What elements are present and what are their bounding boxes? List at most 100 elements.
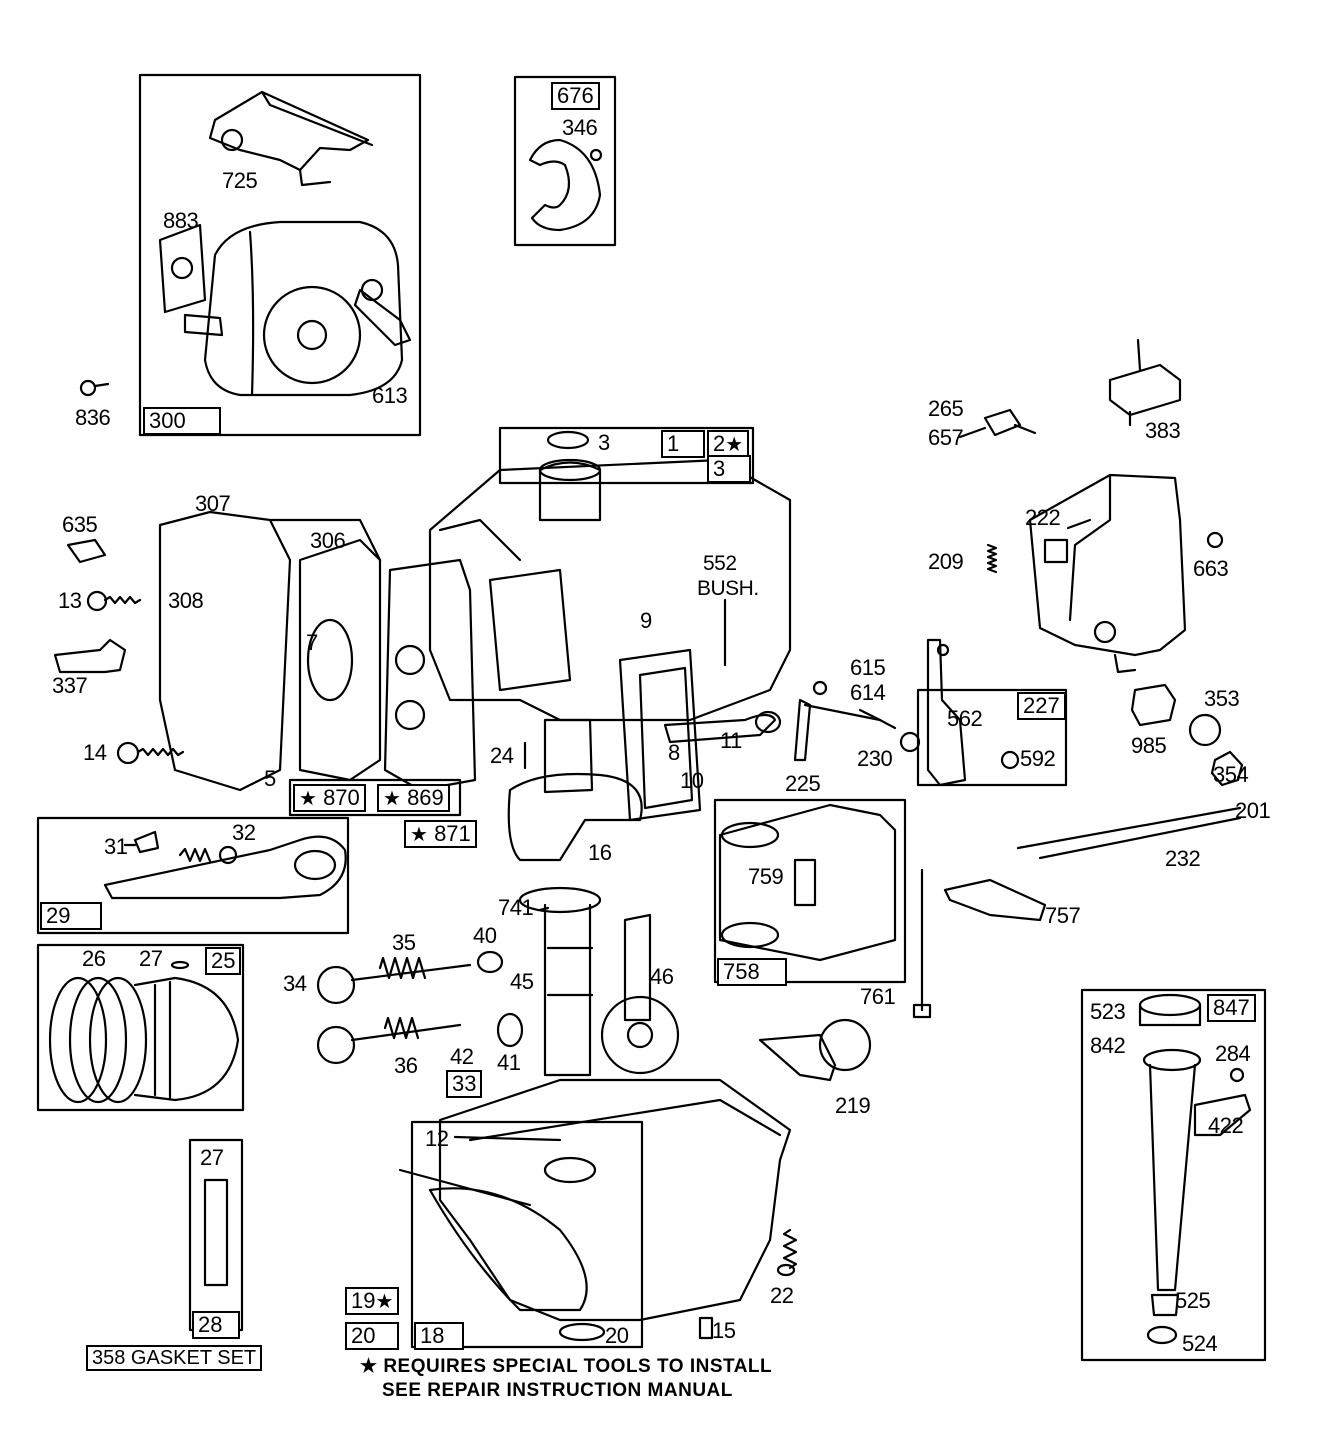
part-label-7: 7 [306, 630, 318, 655]
part-label-27a: 27 [139, 946, 163, 971]
part-label-523: 523 [1090, 999, 1126, 1024]
part-label-2: 2★ [707, 430, 750, 458]
part-label-265: 265 [928, 396, 964, 421]
part-label-725: 725 [222, 168, 258, 193]
link-box [713, 798, 907, 984]
part-label-422: 422 [1208, 1113, 1244, 1138]
gasket-kit-box [288, 778, 462, 817]
part-label-18: 18 [414, 1322, 464, 1350]
part-label-46: 46 [650, 964, 674, 989]
part-label-bush: BUSH. [697, 577, 759, 600]
part-label-871: ★ 871 [404, 820, 477, 848]
part-label-230: 230 [857, 746, 893, 771]
part-label-663: 663 [1193, 556, 1229, 581]
rod-box [36, 816, 350, 935]
part-label-42: 42 [450, 1044, 474, 1069]
part-label-14: 14 [83, 740, 107, 765]
part-label-225: 225 [785, 771, 821, 796]
part-label-201: 201 [1235, 798, 1271, 823]
part-label-29: 29 [40, 902, 102, 930]
guard-box [513, 75, 617, 247]
part-label-15: 15 [712, 1318, 736, 1343]
part-label-869: ★ 869 [377, 784, 450, 812]
part-label-20a: 20 [345, 1322, 399, 1350]
part-label-657: 657 [928, 425, 964, 450]
part-label-3b: 3 [707, 455, 751, 483]
part-label-836: 836 [75, 405, 111, 430]
part-label-383: 383 [1145, 418, 1181, 443]
part-label-5: 5 [264, 766, 276, 791]
muffler-box [138, 73, 422, 437]
cylinder-box [498, 426, 755, 485]
part-label-9: 9 [640, 608, 652, 633]
part-label-525: 525 [1175, 1288, 1211, 1313]
part-label-615: 615 [850, 655, 886, 680]
part-label-209: 209 [928, 549, 964, 574]
part-label-19: 19★ [345, 1287, 400, 1315]
part-label-222: 222 [1025, 505, 1061, 530]
note-line-1: REQUIRES SPECIAL TOOLS TO INSTALL [383, 1356, 773, 1377]
part-label-13: 13 [58, 588, 82, 613]
part-label-870: ★ 870 [293, 784, 366, 812]
part-label-354: 354 [1213, 762, 1249, 787]
part-label-32: 32 [232, 820, 256, 845]
part-label-25: 25 [205, 947, 242, 975]
part-label-757: 757 [1045, 903, 1081, 928]
part-label-20b: 20 [605, 1323, 629, 1348]
part-label-761: 761 [860, 984, 896, 1009]
part-label-26: 26 [82, 946, 106, 971]
part-label-232: 232 [1165, 846, 1201, 871]
part-label-614: 614 [850, 680, 886, 705]
part-label-307: 307 [195, 491, 231, 516]
part-label-219: 219 [835, 1093, 871, 1118]
special-tools-note: ★ REQUIRES SPECIAL TOOLS TO INSTALL [360, 1355, 772, 1378]
part-label-758: 758 [717, 958, 787, 986]
part-label-27b: 27 [200, 1145, 224, 1170]
part-label-34: 34 [283, 971, 307, 996]
part-label-24: 24 [490, 743, 514, 768]
part-label-759: 759 [748, 864, 784, 889]
part-label-613: 613 [372, 383, 408, 408]
part-label-592: 592 [1020, 746, 1056, 771]
part-label-8: 8 [668, 740, 680, 765]
part-label-36: 36 [394, 1053, 418, 1078]
part-label-741: 741 [498, 895, 534, 920]
part-label-883: 883 [163, 208, 199, 233]
part-label-562: 562 [947, 706, 983, 731]
gasket-set-title: 358 GASKET SET [86, 1345, 263, 1371]
part-label-847: 847 [1207, 994, 1256, 1022]
part-label-1: 1 [661, 430, 705, 458]
part-label-353: 353 [1204, 686, 1240, 711]
part-label-676: 676 [551, 82, 600, 110]
part-label-41: 41 [497, 1050, 521, 1075]
sump-box [410, 1120, 644, 1349]
part-label-635: 635 [62, 512, 98, 537]
part-label-3a: 3 [598, 430, 610, 455]
part-label-306: 306 [310, 528, 346, 553]
part-label-524: 524 [1182, 1331, 1218, 1356]
note-line-2: SEE REPAIR INSTRUCTION MANUAL [382, 1380, 733, 1401]
part-label-28: 28 [192, 1311, 240, 1339]
note-star-icon: ★ [360, 1356, 378, 1377]
part-label-300: 300 [143, 407, 221, 435]
part-label-16: 16 [588, 840, 612, 865]
part-label-346: 346 [562, 115, 598, 140]
part-label-45: 45 [510, 969, 534, 994]
part-label-40: 40 [473, 923, 497, 948]
part-label-337: 337 [52, 673, 88, 698]
part-label-31: 31 [104, 834, 128, 859]
part-label-552: 552 [703, 552, 737, 575]
part-label-10: 10 [680, 768, 704, 793]
dipstick-box [1080, 988, 1267, 1362]
part-label-284: 284 [1215, 1041, 1251, 1066]
part-label-22: 22 [770, 1283, 794, 1308]
part-label-227: 227 [1017, 692, 1066, 720]
part-label-35: 35 [392, 930, 416, 955]
part-label-12: 12 [425, 1126, 449, 1151]
part-label-33: 33 [446, 1070, 483, 1098]
part-label-11: 11 [720, 728, 742, 753]
part-label-842: 842 [1090, 1033, 1126, 1058]
part-label-985: 985 [1131, 733, 1167, 758]
